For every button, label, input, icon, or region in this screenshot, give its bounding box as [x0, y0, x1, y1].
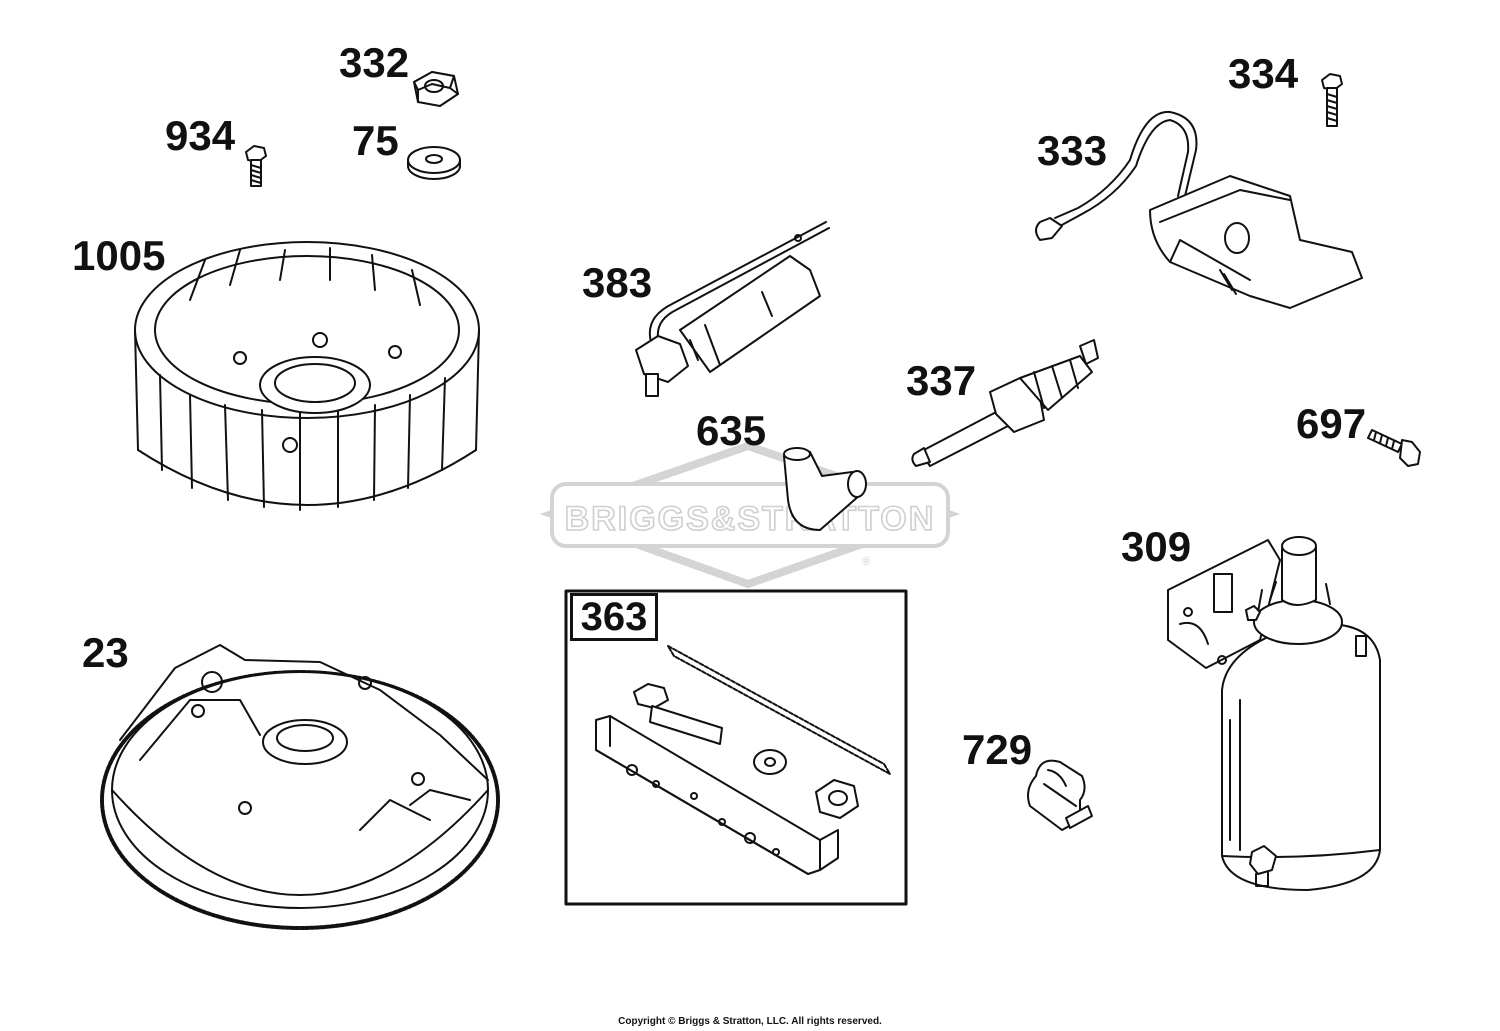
callout-333: 333 — [1037, 127, 1108, 174]
callout-729: 729 — [962, 726, 1033, 773]
spark-plug-icon[interactable] — [911, 339, 1099, 467]
screw-icon[interactable] — [1367, 429, 1421, 467]
ring-gear-flywheel-icon[interactable] — [100, 644, 500, 930]
copyright-notice: Copyright © Briggs & Stratton, LLC. All … — [618, 1016, 882, 1027]
callout-363: 363 — [570, 593, 658, 641]
callout-337: 337 — [906, 357, 977, 404]
callout-635: 635 — [696, 407, 767, 454]
flywheel-holder-kit-icon[interactable] — [564, 589, 908, 906]
hex-nut-icon[interactable] — [413, 71, 459, 107]
ignition-armature-icon[interactable] — [1035, 110, 1363, 309]
watermark-registered-mark: ® — [862, 556, 871, 568]
screw-icon[interactable] — [245, 145, 267, 187]
flywheel-puller-tool-icon[interactable] — [635, 221, 830, 397]
callout-309: 309 — [1121, 523, 1192, 570]
fan-flywheel-icon[interactable] — [134, 241, 480, 511]
screw-icon[interactable] — [1321, 73, 1343, 127]
washer-icon[interactable] — [407, 146, 461, 180]
callout-934: 934 — [165, 112, 236, 159]
watermark-text: BRIGGS&STRATTON — [564, 499, 936, 539]
callout-332: 332 — [339, 39, 410, 86]
callout-383: 383 — [582, 259, 653, 306]
callout-1005: 1005 — [72, 232, 166, 279]
spark-plug-boot-icon[interactable] — [783, 447, 867, 531]
electric-starter-motor-icon[interactable] — [1167, 536, 1381, 891]
callout-697: 697 — [1296, 400, 1367, 447]
callout-75: 75 — [352, 117, 399, 164]
ground-clip-icon[interactable] — [1027, 759, 1093, 831]
callout-23: 23 — [82, 629, 129, 676]
callout-334: 334 — [1228, 50, 1299, 97]
